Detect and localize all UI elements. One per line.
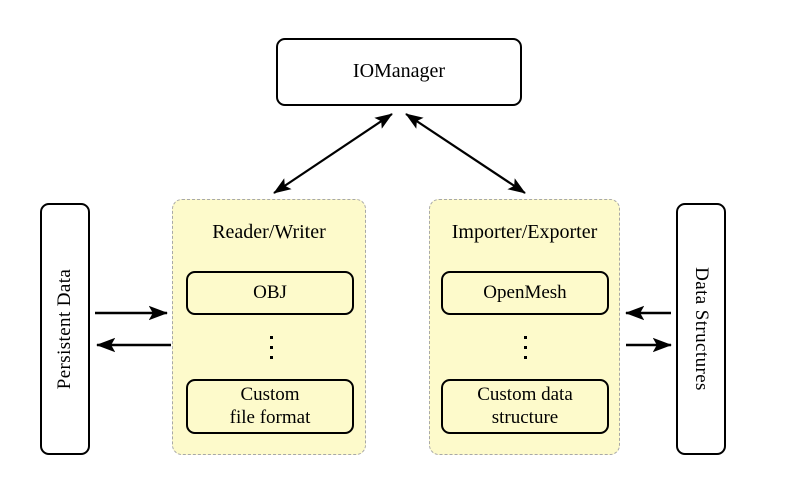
- member-obj[interactable]: OBJ: [186, 271, 354, 315]
- member-custom-file-format-line2: file format: [229, 406, 311, 428]
- member-custom-file-format-label: Custom file format: [230, 384, 311, 429]
- ellipsis-importer-exporter: [520, 336, 530, 359]
- node-iomanager[interactable]: IOManager: [276, 38, 522, 106]
- ellipsis-reader-writer: [266, 336, 276, 359]
- connector-iomanager-importer-exporter: [405, 113, 526, 194]
- group-reader-writer-title: Reader/Writer: [212, 221, 326, 243]
- node-data-structures-label: Data Structures: [691, 267, 712, 391]
- member-custom-data-structure-label: Custom data structure: [477, 384, 573, 429]
- member-custom-file-format[interactable]: Custom file format: [186, 379, 354, 434]
- connector-iomanager-reader-writer: [273, 113, 393, 194]
- node-iomanager-label: IOManager: [352, 60, 446, 83]
- member-custom-file-format-line1: Custom: [240, 384, 300, 406]
- group-importer-exporter-title: Importer/Exporter: [451, 221, 598, 243]
- member-custom-data-structure[interactable]: Custom data structure: [441, 379, 609, 434]
- node-persistent-data[interactable]: Persistent Data: [40, 203, 90, 455]
- node-data-structures[interactable]: Data Structures: [676, 203, 726, 455]
- member-openmesh-label: OpenMesh: [483, 281, 567, 303]
- member-custom-data-structure-line1: Custom data: [477, 384, 573, 406]
- member-openmesh[interactable]: OpenMesh: [441, 271, 609, 315]
- node-persistent-data-label: Persistent Data: [54, 268, 75, 390]
- member-obj-label: OBJ: [253, 281, 287, 303]
- member-custom-data-structure-line2: structure: [491, 406, 559, 428]
